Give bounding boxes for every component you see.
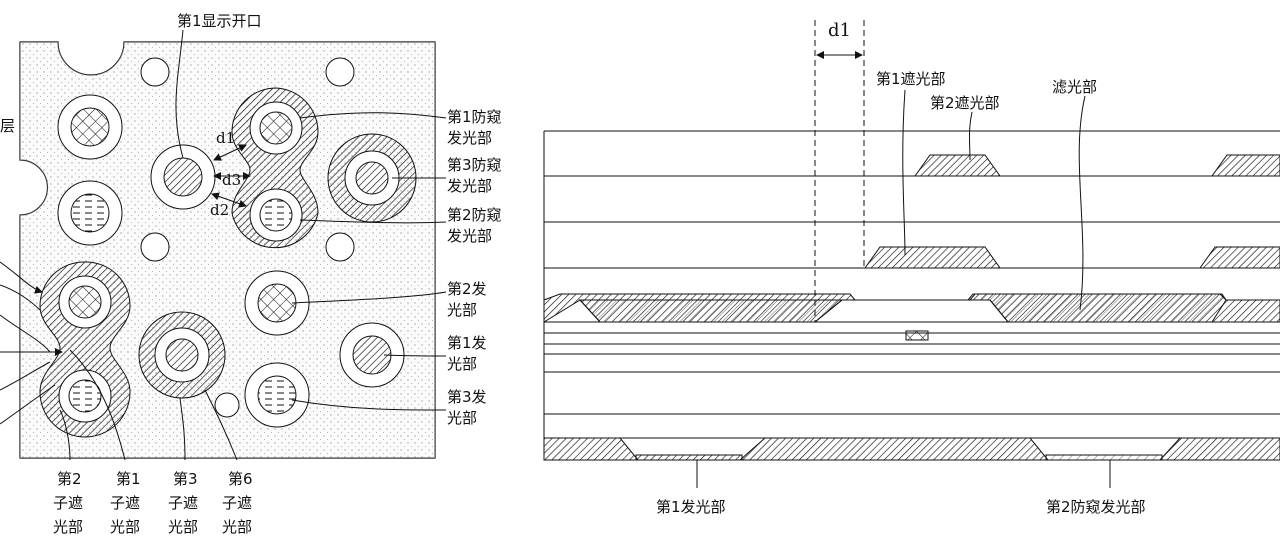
opening-circle [140, 232, 170, 262]
right-cross-section: d1 第1遮光部 第2遮光部 滤光部 第1发光部 第2防窥发光部 [543, 20, 1280, 516]
spacer-element [905, 330, 929, 341]
opening-circle [214, 392, 240, 418]
sub-shading-3-line3: 光部 [168, 518, 198, 536]
sub-shading-2-line1: 第2 [57, 470, 82, 488]
filter-block [578, 299, 844, 323]
pixel-definition-layer [1158, 437, 1280, 461]
second-anti-peep-label-1: 第2防窥 [447, 206, 502, 224]
filter-block [966, 293, 1227, 323]
emitting-pixel [57, 94, 123, 160]
sub-shading-3-line2: 子遮 [168, 494, 198, 512]
first-emitting-label-1: 第1发 [447, 334, 487, 352]
layer-label-fragment: 层 [0, 117, 15, 135]
d2-label: d2 [210, 201, 229, 219]
emitting-pixel [57, 180, 123, 246]
second-emitting-pixel [244, 270, 310, 336]
sub-shading-1-line3: 光部 [110, 518, 140, 536]
d3-label: d3 [222, 171, 241, 189]
second-anti-peep-region [1045, 454, 1163, 461]
first-emitting-label: 第1发光部 [656, 498, 726, 516]
second-emitting-label-2: 光部 [447, 301, 477, 319]
sub-shading-1-line2: 子遮 [110, 494, 140, 512]
anti-peep-pair-left [39, 261, 131, 438]
opening-circle [325, 57, 355, 87]
second-anti-peep-emitting-label: 第2防窥发光部 [1046, 498, 1146, 516]
first-shading-block [864, 246, 1001, 269]
left-plan-view: 第1显示开口 层 d1 d3 d2 第1防窥 发光部 第3防窥 发光部 第2防窥… [0, 12, 502, 536]
first-shading-label: 第1遮光部 [876, 70, 946, 88]
third-anti-peep-label-1: 第3防窥 [447, 156, 502, 174]
sub-shading-3-line1: 第3 [173, 470, 198, 488]
second-anti-peep-label-2: 发光部 [447, 227, 492, 245]
sub-shading-6-line2: 子遮 [222, 494, 252, 512]
first-display-opening-label: 第1显示开口 [177, 12, 262, 30]
sub-shading-6-line3: 光部 [222, 518, 252, 536]
sub-shading-2-line2: 子遮 [53, 494, 83, 512]
sub-shading-6-line1: 第6 [228, 470, 253, 488]
third-emitting-label-2: 光部 [447, 409, 477, 427]
first-display-opening [150, 144, 216, 210]
d1-label: d1 [216, 129, 235, 147]
second-shading-block [1211, 154, 1280, 177]
sub-shading-2-line3: 光部 [53, 518, 83, 536]
anti-peep-pair-right [231, 87, 319, 249]
first-shading-block [1199, 246, 1280, 269]
third-anti-peep-label-2: 发光部 [447, 177, 492, 195]
substrate-layer [19, 41, 436, 459]
first-emitting-label-2: 光部 [447, 355, 477, 373]
sub-shading-1-line1: 第1 [116, 470, 141, 488]
pixel-definition-layer [738, 437, 1050, 461]
opening-circle [325, 232, 355, 262]
first-anti-peep-label-1: 第1防窥 [447, 108, 502, 126]
second-shading-block [914, 154, 1001, 177]
third-anti-peep [327, 133, 417, 223]
third-sub-shading [138, 311, 226, 399]
third-emitting-label-1: 第3发 [447, 388, 487, 406]
second-emitting-label-1: 第2发 [447, 280, 487, 298]
first-anti-peep-label-2: 发光部 [447, 129, 492, 147]
first-emitting-region [635, 454, 743, 461]
third-emitting-pixel [244, 362, 310, 428]
opening-circle [140, 57, 170, 87]
filter-label: 滤光部 [1052, 78, 1097, 96]
pixel-definition-layer [543, 437, 640, 461]
first-emitting-pixel [339, 322, 405, 388]
second-shading-label: 第2遮光部 [930, 94, 1000, 112]
d1-dimension-label: d1 [828, 20, 851, 41]
